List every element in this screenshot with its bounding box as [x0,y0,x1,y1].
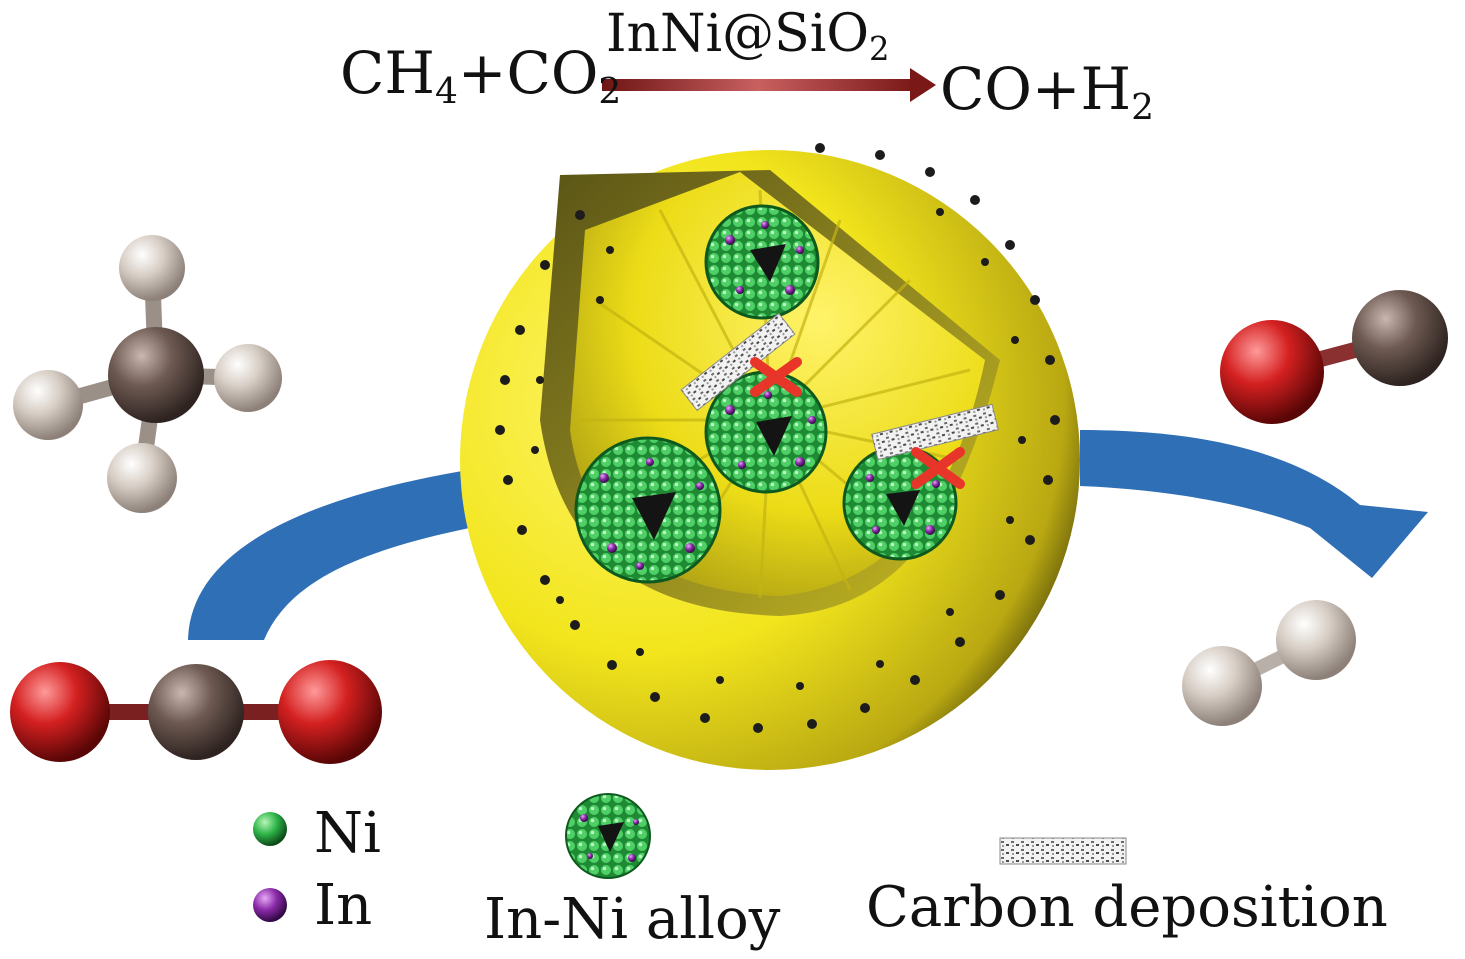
reactants-subscript2: 2 [598,71,622,113]
alloy-particle-top [704,204,820,320]
outflow-arrow [1080,430,1428,578]
carbon-dioxide-molecule [10,660,382,764]
alloy-particle-center [704,370,828,494]
reactants-part1: CH [340,39,435,107]
carbon-deposit-right [871,403,999,461]
blocked-cross-upper [750,357,802,397]
catalyst-subscript: 2 [869,30,890,69]
reaction-catalyst: InNi@SiO2 [606,8,890,65]
catalyst-text: InNi@SiO [606,4,870,64]
legend-ni-label: Ni [314,801,381,866]
shell-pores [495,143,1060,733]
methane-molecule [13,235,282,513]
products-subscript: 2 [1131,87,1154,129]
legend-in-label: In [314,873,373,938]
legend-ni-sphere [253,812,287,846]
legend-carbon-label: Carbon deposition [866,875,1388,940]
alloy-particle-left [574,436,722,584]
legend-alloy-label: In-Ni alloy [484,887,781,952]
carbon-monoxide-molecule [1220,290,1448,424]
hydrogen-molecule [1182,600,1356,726]
carbon-deposit-upper [680,312,796,412]
legend-in-sphere [253,888,287,922]
legend-alloy-particle [565,793,651,879]
reaction-reactants: CH4+CO2 [340,44,621,110]
blocked-cross-right [911,447,965,489]
reaction-products: CO+H2 [940,60,1154,126]
reactants-subscript1: 4 [434,71,458,113]
reactants-part2: +CO [457,39,599,107]
inflow-arrow [188,468,500,640]
products-text: CO+H [940,55,1132,123]
legend-carbon-swatch [999,837,1127,865]
reaction-arrow [602,68,936,102]
